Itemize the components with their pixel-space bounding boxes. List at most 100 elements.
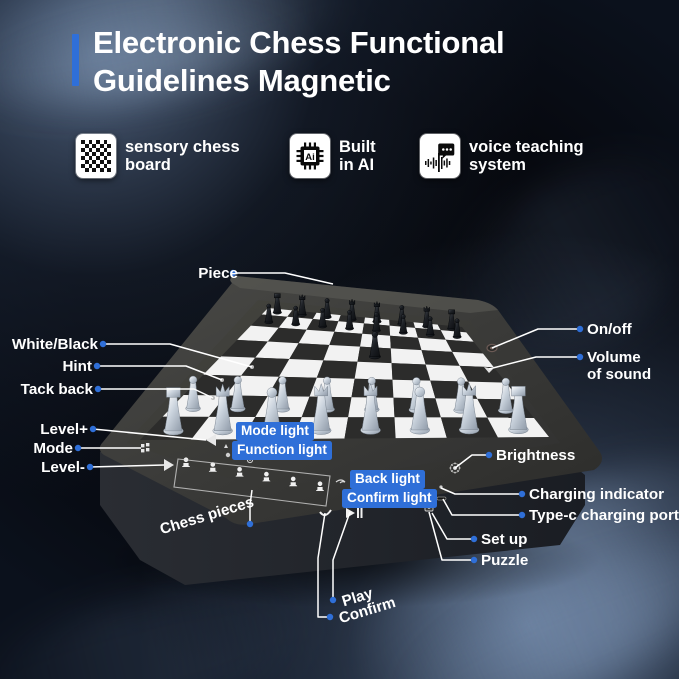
- leader-dot: [246, 520, 254, 528]
- device-top-highlight: [230, 276, 498, 313]
- level-up-button[interactable]: [206, 434, 216, 446]
- leader-dot: [518, 511, 526, 519]
- chess-piece-knight: [458, 382, 480, 435]
- callout-mode: Mode: [33, 440, 73, 457]
- board-square: [425, 364, 469, 382]
- checkerboard-icon: [76, 134, 116, 178]
- board-square: [354, 361, 393, 380]
- leader-dot: [86, 463, 94, 471]
- leader-dot: [470, 556, 478, 564]
- board-square: [316, 360, 358, 379]
- board-square: [255, 341, 299, 360]
- leader-dot: [94, 385, 102, 393]
- callout-charging-indicator: Charging indicator: [529, 486, 665, 503]
- feature-label: Built in AI: [339, 137, 376, 174]
- board-square: [241, 357, 290, 377]
- ai-chip-text: Ai: [305, 152, 315, 163]
- board-square: [390, 335, 422, 351]
- chess-piece-pawn: [345, 310, 354, 331]
- chess-piece-pawn: [425, 316, 435, 337]
- leader-dot: [576, 353, 584, 361]
- level-down-button[interactable]: [164, 459, 174, 471]
- chess-piece-pawn: [291, 305, 301, 327]
- piece-button-bishop[interactable]: [262, 471, 271, 482]
- callout-brightness: Brightness: [496, 447, 576, 464]
- callout-puzzle: Puzzle: [481, 552, 529, 569]
- chess-piece-pawn: [372, 312, 381, 333]
- piece-button-rook[interactable]: [235, 467, 244, 477]
- board-square: [417, 337, 453, 352]
- chip-mode-light: Mode light: [236, 422, 314, 442]
- chess-piece-pawn: [264, 303, 274, 325]
- back-light-indicator: [335, 479, 346, 484]
- board-square: [445, 339, 483, 354]
- chess-piece-rook: [272, 293, 282, 315]
- board-square: [391, 363, 431, 381]
- board-square: [221, 339, 268, 358]
- chess-piece-pawn: [498, 377, 514, 414]
- chess-piece-pawn: [452, 318, 462, 339]
- leader-lines: [78, 272, 580, 618]
- title-line-2: Guidelines Magnetic: [93, 62, 391, 98]
- callout-tack-back: Tack back: [20, 381, 93, 398]
- board-square: [203, 356, 256, 376]
- piece-button-queen[interactable]: [208, 462, 217, 472]
- callout-on-off: On/off: [587, 321, 632, 338]
- voice-waveform-icon: [420, 134, 460, 178]
- chess-piece-buttons-outline: [173, 458, 331, 507]
- board-square: [289, 343, 330, 361]
- board-square: [267, 327, 307, 344]
- chess-piece-pawn: [318, 307, 328, 329]
- mode-button[interactable]: [141, 443, 150, 453]
- callout-volume-of-sound: Volume of sound: [587, 349, 652, 384]
- leader-dot: [229, 269, 237, 277]
- title-line-1: Electronic Chess Functional: [93, 25, 505, 60]
- chess-piece-pawn: [230, 376, 246, 413]
- ai-chip-glyph: Ai: [296, 142, 324, 170]
- piece-button-pawn[interactable]: [316, 481, 324, 491]
- board-square: [459, 365, 507, 383]
- leader-dot: [326, 613, 334, 621]
- board-square: [298, 329, 335, 345]
- leader-dot: [470, 535, 478, 543]
- chess-piece-bishop: [409, 386, 430, 435]
- callout-hint: Hint: [62, 358, 92, 375]
- leader-dot: [576, 325, 584, 333]
- board-square: [323, 344, 361, 362]
- mode-light-indicator: [224, 444, 231, 458]
- chess-piece-pawn: [274, 376, 291, 413]
- chess-piece-pawn: [368, 331, 381, 360]
- board-square: [278, 359, 324, 378]
- chip-confirm-light: Confirm light: [342, 489, 437, 509]
- board-square: [452, 351, 494, 368]
- chess-piece-king: [360, 382, 381, 435]
- chess-piece-queen: [311, 382, 332, 435]
- callout-white-black: White/Black: [11, 336, 98, 353]
- chess-piece-rook: [163, 387, 184, 436]
- callout-set-up: Set up: [481, 531, 528, 548]
- board-square: [329, 331, 363, 347]
- piece-button-knight[interactable]: [289, 476, 298, 487]
- feature-label: sensory chess board: [125, 137, 240, 174]
- chess-pieces-group: [163, 293, 529, 436]
- leader-dot: [74, 444, 82, 452]
- ai-chip-icon: Ai: [290, 134, 330, 178]
- board-square: [421, 350, 460, 366]
- chess-piece-pawn: [398, 314, 408, 335]
- callout-piece: Piece: [198, 265, 238, 282]
- chip-back-light: Back light: [350, 470, 425, 490]
- callout-level-down: Level-: [41, 459, 85, 476]
- feature-voice-teaching-system: voice teaching system: [420, 134, 584, 178]
- callout-type-c-port: Type-c charging port: [529, 507, 679, 524]
- callout-level-up: Level+: [40, 421, 88, 438]
- feature-sensory-chess-board: sensory chess board: [76, 134, 240, 178]
- chess-piece-knight: [297, 293, 307, 317]
- chip-function-light: Function light: [232, 441, 332, 461]
- leader-line-dots: [74, 269, 584, 621]
- chess-piece-knight: [212, 383, 233, 436]
- leader-dot: [329, 596, 337, 604]
- chess-piece-rook: [447, 309, 457, 331]
- board-square: [237, 325, 279, 342]
